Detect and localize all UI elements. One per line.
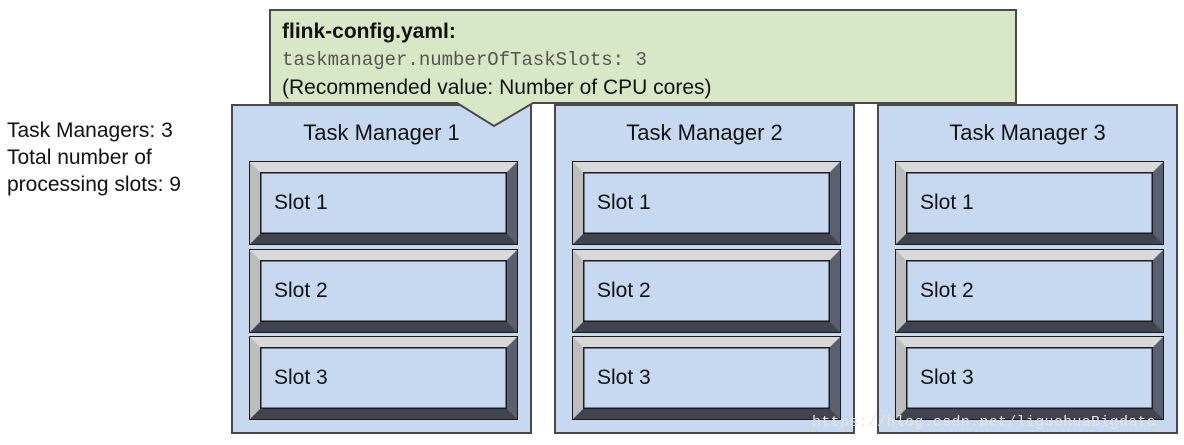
slot: Slot 1 [895,161,1164,245]
slot: Slot 3 [572,336,841,420]
slot: Slot 2 [249,249,518,333]
task-manager-2: Task Manager 2 Slot 1 Slot 2 Slot 3 [554,104,855,434]
slot-label: Slot 3 [274,366,328,389]
slot: Slot 1 [572,161,841,245]
slot-label: Slot 1 [920,191,974,214]
config-setting: taskmanager.numberOfTaskSlots: 3 [282,49,647,71]
slot-label: Slot 3 [920,366,974,389]
slot: Slot 2 [895,249,1164,333]
total-slots-line-2: processing slots: 9 [7,173,181,196]
slot: Slot 3 [249,336,518,420]
task-manager-1: Task Manager 1 Slot 1 Slot 2 Slot 3 [231,104,532,434]
task-manager-title: Task Manager 3 [949,120,1106,145]
task-manager-title: Task Manager 1 [303,120,460,145]
slot-summary: Task Managers: 3 Total number of process… [7,117,181,198]
slot-label: Slot 3 [597,366,651,389]
slot-label: Slot 2 [920,279,974,302]
watermark: https://blog.csdn.net/liguohuaBigdata [812,414,1157,431]
config-note: (Recommended value: Number of CPU cores) [282,76,712,99]
slot: Slot 3 [895,336,1164,420]
config-text: flink-config.yaml: taskmanager.numberOfT… [282,18,712,102]
task-manager-count: Task Managers: 3 [7,119,173,142]
slot: Slot 1 [249,161,518,245]
task-manager-3: Task Manager 3 Slot 1 Slot 2 Slot 3 [877,104,1178,434]
slot-label: Slot 1 [597,191,651,214]
slot-label: Slot 1 [274,191,328,214]
slot-label: Slot 2 [274,279,328,302]
config-file-name: flink-config.yaml: [282,20,456,43]
slot: Slot 2 [572,249,841,333]
task-manager-title: Task Manager 2 [626,120,783,145]
total-slots-line-1: Total number of [7,146,152,169]
slot-label: Slot 2 [597,279,651,302]
